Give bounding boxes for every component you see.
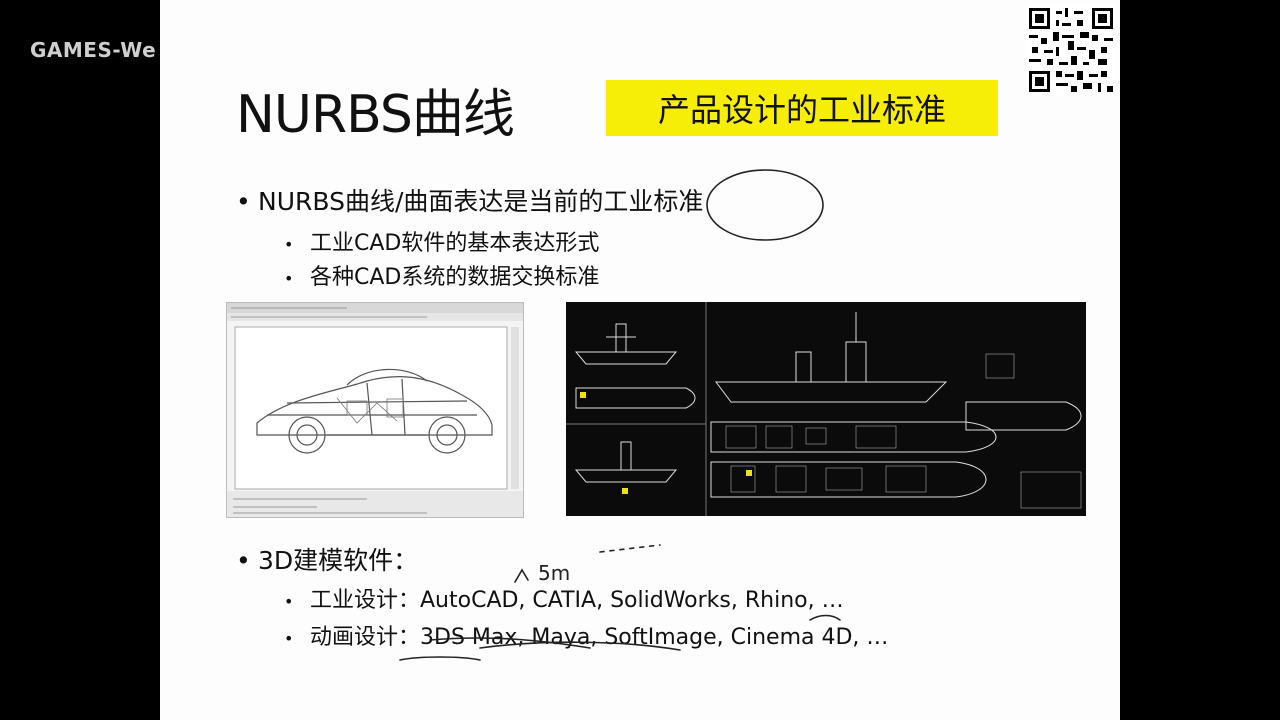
sub-bullet-text: 各种CAD系统的数据交换标准 [310, 265, 600, 290]
sub-bullet-text: 工业CAD软件的基本表达形式 [310, 231, 600, 256]
ship-cad-drawing [566, 302, 1086, 516]
sub-bullet-animation-design: • 动画设计：3DS Max, Maya, SoftImage, Cinema 4… [284, 619, 888, 651]
bullet-text: NURBS曲线/曲面表达是当前的工业标准 [258, 187, 704, 216]
qr-code-icon [1026, 4, 1116, 96]
bullet-nurbs-standard: •NURBS曲线/曲面表达是当前的工业标准 [236, 182, 703, 218]
sub-bullet-text: 动画设计：3DS Max, Maya, SoftImage, Cinema 4D… [310, 625, 889, 650]
bullet-text: 3D建模软件： [258, 546, 419, 575]
car-cad-screenshot [226, 302, 524, 518]
bullet-icon: • [284, 591, 294, 611]
bullet-3d-modeling: •3D建模软件： [236, 541, 418, 577]
bullet-icon: • [284, 234, 294, 254]
industry-standard-tag: 产品设计的工业标准 [606, 80, 998, 136]
watermark: GAMES-We [30, 38, 157, 62]
slide-title: NURBS曲线 [236, 85, 515, 145]
circle-mark [706, 169, 824, 241]
sub-bullet-cad-form: • 工业CAD软件的基本表达形式 [284, 225, 599, 257]
bullet-icon: • [284, 628, 294, 648]
sub-bullet-text: 工业设计：AutoCAD, CATIA, SolidWorks, Rhino, … [310, 588, 844, 613]
arrow-mark [514, 568, 529, 583]
dashed-mark [599, 544, 661, 553]
sub-bullet-industrial-design: • 工业设计：AutoCAD, CATIA, SolidWorks, Rhino,… [284, 582, 844, 614]
bullet-icon: • [236, 546, 251, 575]
slide: NURBS曲线 产品设计的工业标准 •NURBS曲线/曲面表达是当前的工业标准 … [160, 0, 1120, 720]
underline-mark [399, 656, 481, 661]
sub-bullet-cad-exchange: • 各种CAD系统的数据交换标准 [284, 259, 599, 291]
bullet-icon: • [236, 187, 251, 216]
bullet-icon: • [284, 268, 294, 288]
